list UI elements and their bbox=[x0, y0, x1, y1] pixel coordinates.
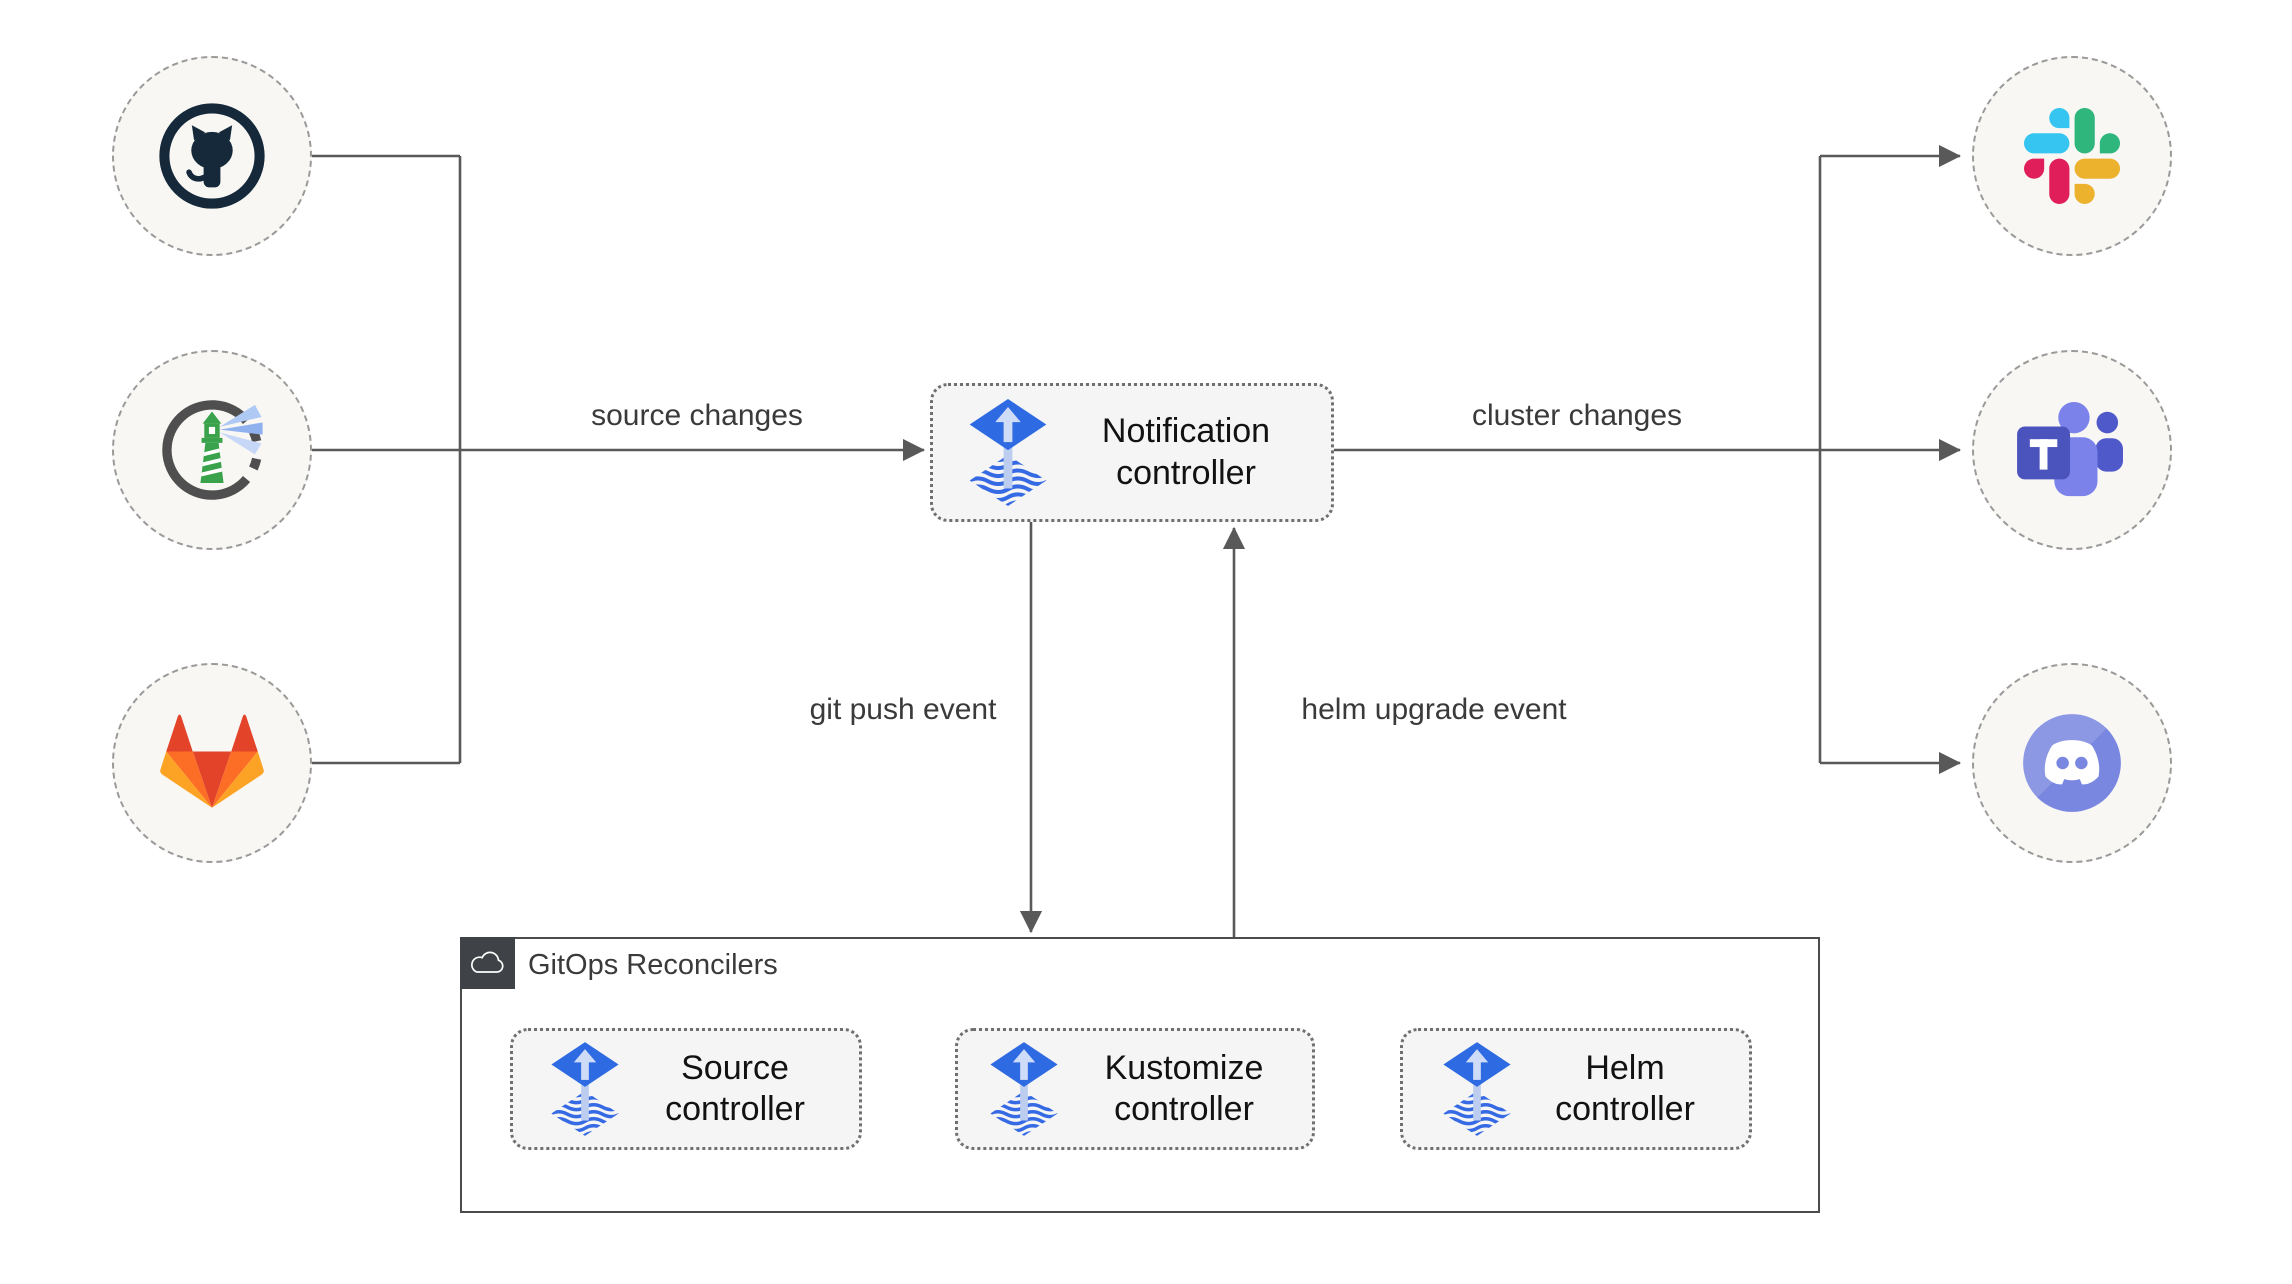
ms-teams-icon bbox=[2017, 401, 2123, 497]
edge-label-git-push-event: git push event bbox=[809, 693, 997, 726]
node-helm-controller: Helm controller bbox=[1400, 1028, 1752, 1150]
edge-label-helm-upgrade-event: helm upgrade event bbox=[1301, 693, 1567, 726]
node-notification-controller: Notification controller bbox=[930, 383, 1334, 522]
edge-label-source-changes: source changes bbox=[591, 399, 803, 432]
flux-icon bbox=[1442, 1042, 1512, 1136]
node-slack bbox=[1972, 56, 2172, 256]
group-badge bbox=[459, 936, 515, 989]
flux-icon bbox=[550, 1042, 620, 1136]
node-kustomize-controller: Kustomize controller bbox=[955, 1028, 1315, 1150]
helm-controller-label: Helm controller bbox=[1555, 1048, 1695, 1128]
node-discord bbox=[1972, 663, 2172, 863]
harbor-icon bbox=[162, 400, 263, 500]
node-gitlab bbox=[112, 663, 312, 863]
discord-icon bbox=[2023, 714, 2121, 812]
edge-sources-merge-line bbox=[312, 154, 462, 765]
source-controller-label: Source controller bbox=[665, 1048, 805, 1128]
flux-icon bbox=[989, 1042, 1059, 1136]
edge-label-cluster-changes: cluster changes bbox=[1471, 399, 1683, 432]
node-source-controller: Source controller bbox=[510, 1028, 862, 1150]
node-github bbox=[112, 56, 312, 256]
kustomize-controller-label: Kustomize controller bbox=[1104, 1048, 1264, 1128]
cloud-icon bbox=[471, 951, 504, 973]
github-icon bbox=[159, 103, 265, 209]
group-label: GitOps Reconcilers bbox=[528, 948, 778, 981]
node-harbor bbox=[112, 350, 312, 550]
slack-icon bbox=[2024, 108, 2120, 204]
node-ms-teams bbox=[1972, 350, 2172, 550]
flux-icon bbox=[968, 399, 1048, 506]
notification-controller-label: Notification controller bbox=[1101, 412, 1271, 492]
gitlab-icon bbox=[160, 714, 264, 808]
